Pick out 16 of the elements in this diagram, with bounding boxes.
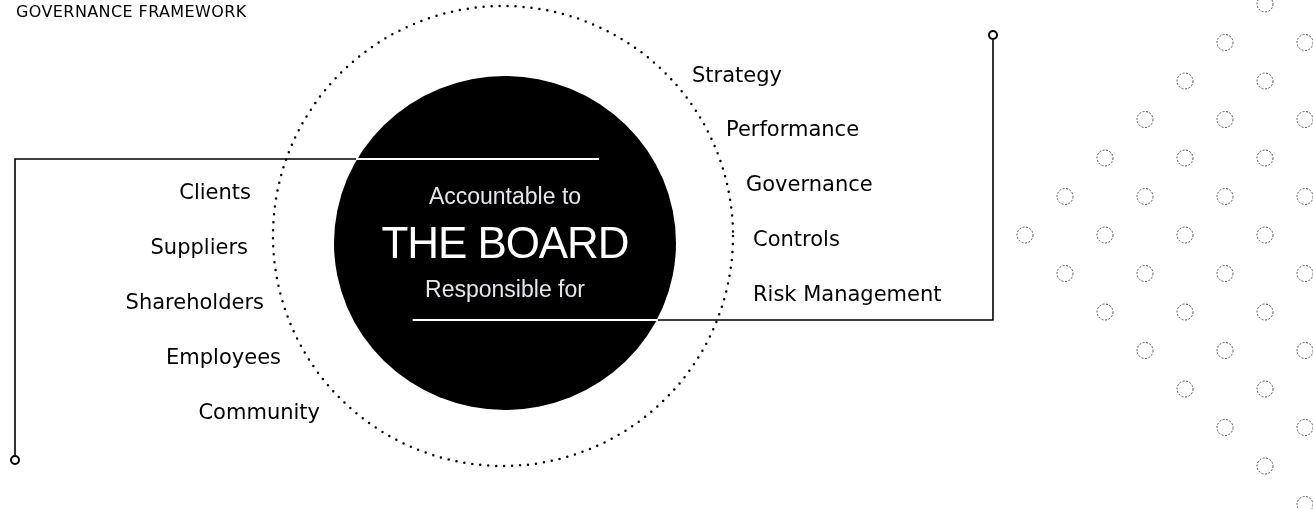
- list-item-label: Risk Management: [753, 284, 942, 305]
- list-item-label: Clients: [179, 182, 251, 203]
- leader-line: [14, 158, 357, 456]
- list-item-label: Performance: [726, 119, 860, 140]
- list-item-label: Suppliers: [150, 237, 248, 258]
- list-item-label: Community: [198, 402, 320, 423]
- title: GOVERNANCE FRAMEWORK: [16, 1, 247, 23]
- list-item-label: Strategy: [692, 65, 782, 86]
- circle-heading: THE BOARD: [381, 216, 629, 269]
- leader-line: [656, 39, 994, 321]
- circle-subtext: Responsible for: [425, 275, 585, 305]
- circle-subtext: Accountable to: [428, 181, 582, 211]
- list-item-label: Employees: [166, 347, 281, 368]
- list-item-label: Governance: [746, 174, 873, 195]
- list-item-label: Controls: [753, 229, 840, 250]
- list-item-label: Shareholders: [125, 292, 264, 313]
